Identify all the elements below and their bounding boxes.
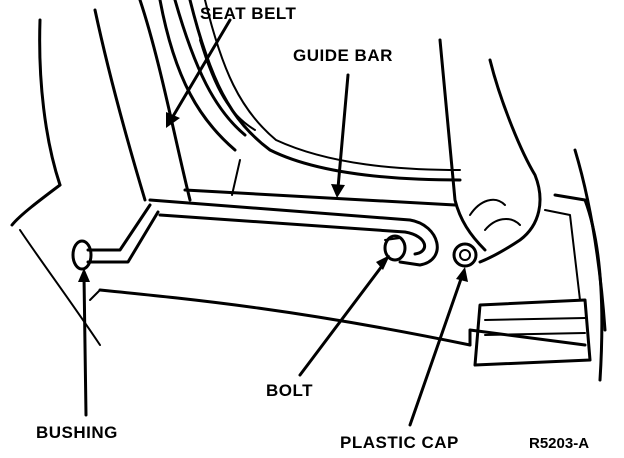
- bushing-leader: [82, 274, 88, 417]
- guide-bar: [148, 159, 439, 267]
- bushing-assembly: [71, 203, 160, 271]
- plastic-cap-leader: [408, 274, 464, 427]
- plastic-cap-arrowhead: [456, 267, 468, 282]
- plastic-cap: [452, 242, 478, 268]
- bolt-arrowhead: [376, 255, 390, 270]
- guide-bar-leader: [336, 73, 350, 190]
- seat-back-outline: [10, 0, 192, 346]
- door-frame: [183, 0, 462, 207]
- seat-belt-leader: [170, 18, 232, 120]
- bushing-arrowhead: [78, 268, 90, 282]
- bolt-leader: [298, 260, 387, 377]
- label-guide-bar: GUIDE BAR: [293, 46, 393, 65]
- label-seat-belt: SEAT BELT: [200, 4, 297, 23]
- guide-bar-arrowhead: [331, 184, 345, 198]
- seat-belt-arrowhead: [166, 112, 180, 128]
- label-bolt: BOLT: [266, 381, 314, 400]
- figure-reference: R5203-A: [529, 435, 590, 452]
- seat-track: [473, 298, 592, 367]
- bolt: [383, 234, 407, 262]
- seat-cushion: [89, 288, 587, 347]
- label-bushing: BUSHING: [36, 423, 118, 442]
- leader-arrows: [78, 18, 468, 427]
- hand-illustration: [438, 38, 542, 264]
- label-plastic-cap: PLASTIC CAP: [340, 433, 459, 452]
- door-panel: [544, 148, 607, 382]
